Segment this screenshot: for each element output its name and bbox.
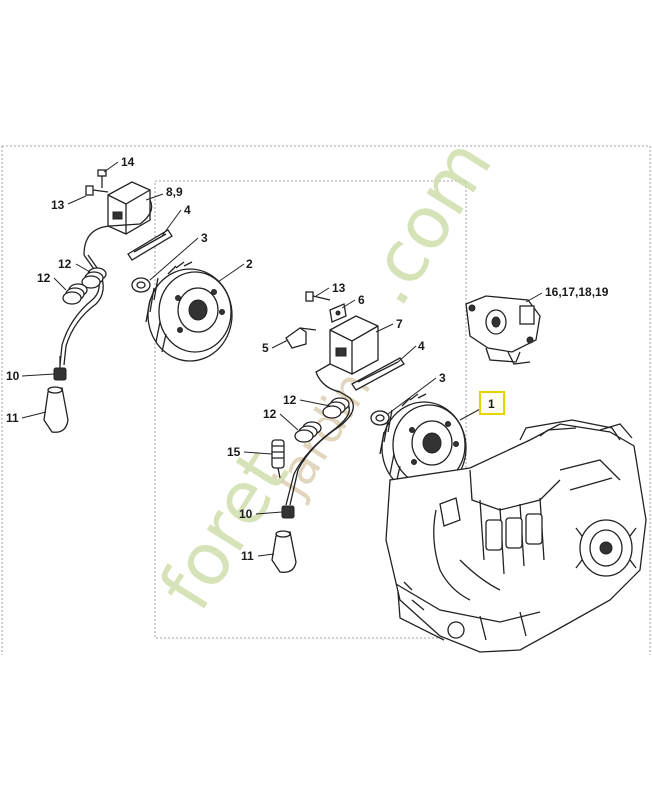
label-6: 6	[358, 293, 365, 307]
insulator-strip-icon	[127, 229, 173, 261]
outer-frame	[1, 145, 651, 655]
label-10: 10	[239, 507, 253, 521]
label-7: 7	[396, 317, 403, 331]
engine-block-icon	[385, 419, 647, 653]
ignition-lead	[289, 397, 354, 506]
screw-icon	[97, 169, 107, 188]
screw-icon	[85, 185, 109, 196]
highlight-box	[479, 391, 505, 415]
spring-clip-icon	[53, 356, 67, 381]
label-11: 11	[6, 411, 19, 425]
label-12: 12	[58, 257, 72, 271]
label-4: 4	[184, 203, 191, 217]
clip-icon	[329, 303, 347, 323]
spring-icon	[322, 397, 350, 419]
spring-icon	[81, 267, 107, 289]
label-12: 12	[263, 407, 277, 421]
spring-icon	[294, 421, 322, 443]
nut-icon	[370, 410, 390, 426]
label-1: 1	[488, 397, 495, 411]
label-2: 2	[246, 257, 253, 271]
label-3: 3	[439, 371, 446, 385]
carburetor-icon	[465, 295, 541, 365]
watermark-text-end: .com	[343, 125, 508, 319]
label-16-19: 16,17,18,19	[545, 285, 609, 299]
label-4: 4	[418, 339, 425, 353]
inner-assembly	[271, 291, 467, 573]
ignition-module-icon	[315, 315, 379, 399]
spark-plug-boot-icon	[43, 387, 69, 433]
label-11: 11	[241, 549, 254, 563]
label-13: 13	[51, 198, 65, 212]
screw-icon	[305, 291, 331, 302]
spark-plug-boot-icon	[271, 531, 297, 573]
label-14: 14	[121, 155, 135, 169]
ignition-module-icon	[83, 181, 153, 256]
label-12: 12	[283, 393, 297, 407]
flywheel-icon	[145, 261, 233, 362]
nut-icon	[131, 277, 151, 293]
insulator-strip-icon	[351, 357, 405, 391]
label-10: 10	[6, 369, 20, 383]
label-5: 5	[262, 341, 269, 355]
label-8-9: 8,9	[166, 185, 183, 199]
spring-clip-icon	[281, 505, 295, 519]
left-assembly	[43, 169, 233, 433]
spring-icon	[62, 283, 88, 305]
label-13: 13	[332, 281, 346, 295]
bracket-icon	[285, 327, 317, 349]
leader-lines	[21, 161, 543, 557]
label-3: 3	[201, 231, 208, 245]
flywheel-icon	[379, 393, 467, 495]
label-15: 15	[227, 445, 241, 459]
part-labels: 14 13 8,9 4 3 2 12 12 10 11 13 6 5 7 4 3…	[6, 155, 609, 563]
label-12: 12	[37, 271, 51, 285]
